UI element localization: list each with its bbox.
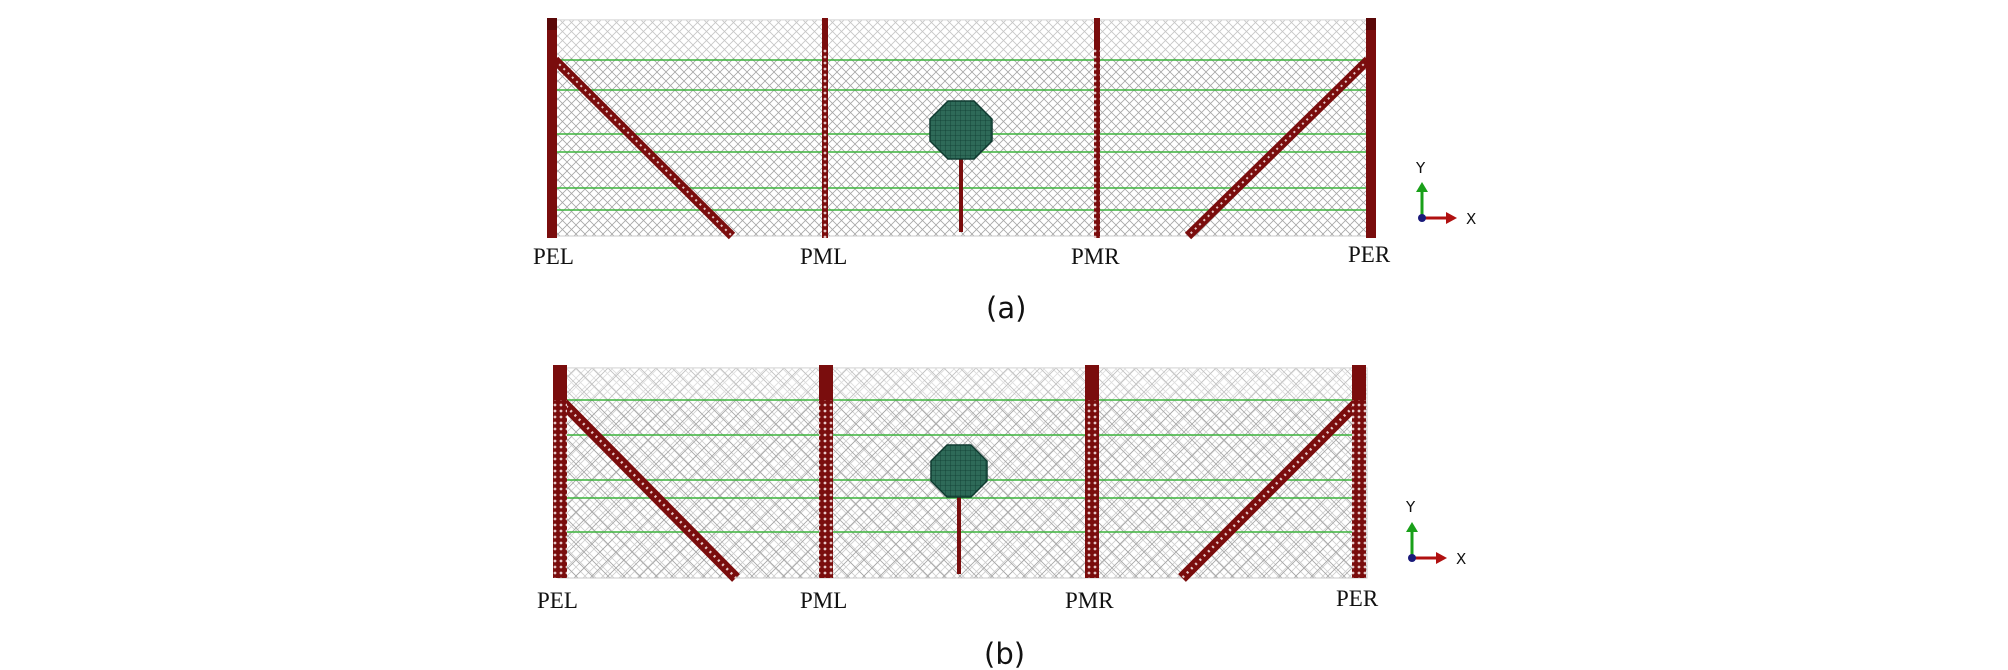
axis-label-x: X	[1456, 550, 1466, 568]
post-pel	[553, 365, 567, 578]
post-label-pel: PEL	[537, 588, 578, 613]
axis-triad-icon: Y X	[1415, 159, 1476, 228]
mesh-top-band	[558, 368, 1367, 400]
post-label-per: PER	[1348, 242, 1391, 267]
brace-right	[1178, 398, 1362, 582]
post-pel	[547, 18, 557, 238]
post-per	[1366, 18, 1376, 238]
post-per	[1352, 365, 1366, 578]
caption-a: (a)	[986, 291, 1026, 325]
axis-triad-icon: Y X	[1405, 498, 1466, 568]
brace-left	[558, 398, 740, 582]
sign-icon	[930, 444, 988, 574]
mesh-top-band	[550, 20, 1375, 58]
post-pml	[819, 365, 833, 578]
caption-b: (b)	[984, 637, 1025, 670]
brace-left	[551, 56, 736, 240]
axis-label-y: Y	[1415, 159, 1426, 177]
post-label-pml: PML	[800, 244, 847, 269]
post-pmr	[1094, 18, 1100, 238]
post-pmr	[1085, 365, 1099, 578]
post-label-pel: PEL	[533, 244, 574, 269]
axis-label-y: Y	[1405, 498, 1416, 516]
brace-right	[1184, 56, 1372, 240]
panel-b: PEL PML PMR PER Y X (b)	[537, 365, 1466, 670]
post-label-pmr: PMR	[1071, 244, 1120, 269]
sign-icon	[929, 100, 993, 232]
post-label-per: PER	[1336, 586, 1379, 611]
post-pml	[822, 18, 828, 238]
post-label-pmr: PMR	[1065, 588, 1114, 613]
post-label-pml: PML	[800, 588, 847, 613]
panel-a: PEL PML PMR PER Y X (a)	[533, 18, 1476, 325]
axis-label-x: X	[1466, 210, 1476, 228]
